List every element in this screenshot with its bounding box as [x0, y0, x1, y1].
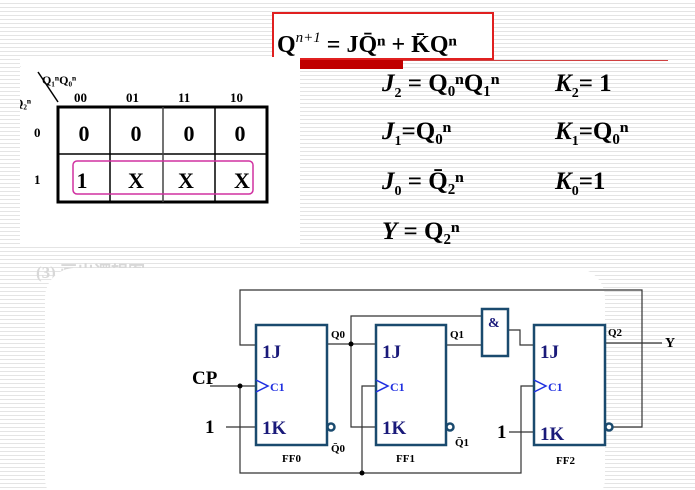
- wire-q0-to-k1: [350, 344, 376, 428]
- and-symbol: &: [488, 316, 500, 331]
- equation-y: Y = Q₂ⁿ: [382, 218, 460, 245]
- kmap-grouping-loop: [72, 160, 254, 195]
- q1-label: Q1: [450, 329, 464, 341]
- kmap-cell: 0: [131, 121, 142, 146]
- wire-clock-ff1: [361, 385, 376, 473]
- title-accent-bar: [300, 60, 403, 69]
- formula-lhs-sup: n+1: [295, 30, 321, 46]
- pin-c1: C1: [390, 380, 405, 394]
- karnaugh-map-panel: Y Q₁ⁿQ₀ⁿ Q₂ⁿ 00 01 11 10 0 1 0 0 0 0 1 X…: [11, 57, 300, 245]
- kmap-cell: X: [128, 168, 144, 193]
- equation-k0: K0=1: [555, 168, 606, 199]
- pin-1j: 1J: [540, 342, 559, 363]
- junction-dot: [359, 470, 365, 476]
- equation-k1: K1=Q₀ⁿ: [555, 118, 629, 149]
- and-gate: [480, 307, 510, 358]
- clock-triangle-icon: [255, 379, 270, 393]
- pin-c1: C1: [270, 380, 285, 394]
- flip-flop-ff2: [532, 323, 607, 447]
- q1bar-label: Q̄1: [455, 437, 469, 449]
- kmap-col-var: Q₁ⁿQ₀ⁿ: [42, 73, 77, 87]
- kmap-col-header: 01: [126, 90, 139, 105]
- pin-1j: 1J: [382, 342, 401, 363]
- equation-k2: K2= 1: [555, 70, 612, 101]
- junction-dot: [237, 383, 243, 389]
- wire-and-out: [508, 329, 534, 346]
- q2-label: Q2: [608, 327, 623, 339]
- kmap-cell: X: [234, 168, 250, 193]
- pin-1k: 1K: [262, 418, 287, 439]
- wire-q2bar-feedback: [239, 289, 643, 428]
- formula-rhs: = JQ̄ⁿ + K̄Qⁿ: [326, 32, 457, 58]
- k2-constant: 1: [497, 422, 507, 443]
- pin-c1: C1: [548, 380, 563, 394]
- kmap-col-header: 10: [230, 90, 243, 105]
- kmap-cell: 0: [184, 121, 195, 146]
- pin-1k: 1K: [540, 424, 565, 445]
- equation-j2: J2 = Q₀ⁿQ₁ⁿ: [382, 70, 500, 101]
- clock-triangle-icon: [533, 379, 548, 393]
- ff1-label: FF1: [396, 453, 415, 465]
- clock-triangle-icon: [375, 379, 390, 393]
- ff2-label: FF2: [556, 455, 575, 467]
- kmap-cell: X: [178, 168, 194, 193]
- pin-1j: 1J: [262, 342, 281, 363]
- kmap-row-header: 1: [34, 172, 41, 187]
- equation-j0: J0 = Q̄₂ⁿ: [382, 168, 464, 199]
- wire-clock-bus: [239, 385, 534, 474]
- ff0-label: FF0: [282, 453, 301, 465]
- junction-dot: [348, 341, 354, 347]
- flip-flop-ff0: [254, 323, 329, 447]
- kmap-row-header: 0: [34, 125, 41, 140]
- inverted-output-bubble: [445, 422, 455, 432]
- kmap-cell: 0: [235, 121, 246, 146]
- wire-q0-to-and: [350, 315, 482, 344]
- kmap-col-header: 00: [74, 90, 87, 105]
- q0bar-label: Q̄0: [331, 443, 346, 455]
- k0-constant: 1: [205, 417, 215, 438]
- title-rule: [403, 60, 668, 61]
- inverted-output-bubble: [604, 422, 614, 432]
- kmap-col-header: 11: [178, 90, 190, 105]
- kmap-cell: 1: [77, 168, 88, 193]
- formula-lhs: Q: [277, 32, 296, 58]
- inverted-output-bubble: [326, 422, 336, 432]
- cp-label: CP: [192, 368, 218, 389]
- karnaugh-map: Y Q₁ⁿQ₀ⁿ Q₂ⁿ 00 01 11 10 0 1 0 0 0 0 1 X…: [11, 63, 269, 204]
- equation-j1: J1=Q₀ⁿ: [382, 118, 452, 149]
- jk-characteristic-equation: Qn+1 = JQ̄ⁿ + K̄Qⁿ: [272, 12, 494, 60]
- y-output-label: Y: [665, 336, 675, 351]
- kmap-cell: 0: [79, 121, 90, 146]
- q0-label: Q0: [331, 329, 346, 341]
- pin-1k: 1K: [382, 418, 407, 439]
